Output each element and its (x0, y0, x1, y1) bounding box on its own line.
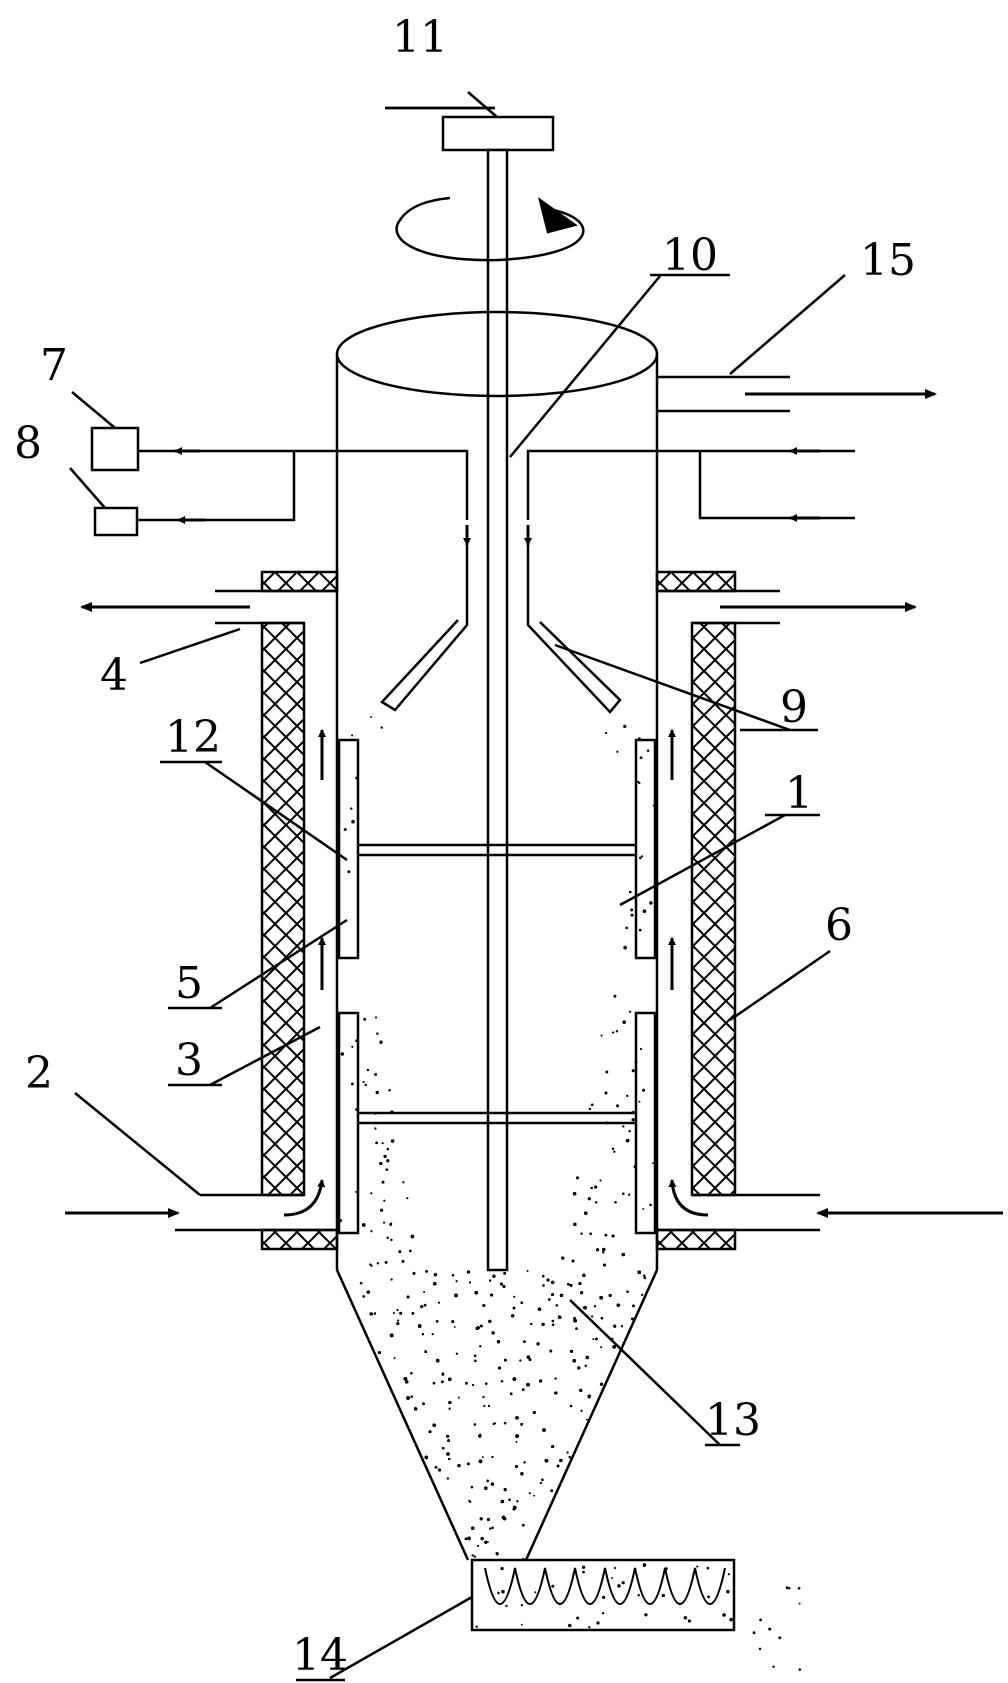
leader-4 (139, 627, 241, 665)
baffle-lower-right (634, 1011, 657, 1235)
particle-stipple-icon (339, 715, 802, 1671)
feed-line-left-branch (137, 451, 296, 522)
leader-12-diag (204, 760, 348, 862)
label-2: 2 (25, 1048, 53, 1099)
insulation-top-left (260, 570, 339, 593)
leader-2 (74, 1092, 201, 1196)
flow-arrow-icon (668, 1179, 709, 1217)
leader-10-diag (509, 275, 661, 458)
label-12: 12 (165, 712, 221, 763)
leader-7 (71, 391, 116, 429)
leader-14-diag (329, 1595, 473, 1680)
stirring-shaft (486, 148, 509, 1272)
label-11: 11 (392, 12, 448, 63)
label-15: 15 (860, 235, 916, 286)
screw-flights (484, 1567, 726, 1605)
leader-8 (69, 467, 106, 509)
rotation-arrow-icon (395, 196, 585, 262)
label-14: 14 (292, 1630, 348, 1681)
device-7 (90, 426, 140, 472)
leader-6 (729, 949, 831, 1022)
motor (441, 115, 555, 152)
device-8 (93, 506, 139, 537)
screw-conveyor-icon (470, 1558, 736, 1632)
leader-15-diag (729, 274, 846, 375)
leader-1-diag (619, 813, 786, 907)
leader-5-diag (209, 918, 348, 1010)
baffle-lower-left (337, 1011, 360, 1235)
baffle-upper-left (337, 738, 360, 960)
leader-9 (554, 643, 791, 732)
rotation-arrow-head-icon (537, 197, 578, 234)
cone-left (335, 1269, 470, 1561)
label-1: 1 (785, 768, 813, 819)
insulation-top-right (655, 570, 737, 593)
label-3: 3 (175, 1035, 203, 1086)
insulation-left (260, 621, 306, 1197)
label-8: 8 (14, 418, 42, 469)
label-10: 10 (662, 230, 718, 281)
spray-nozzle-left (380, 540, 469, 712)
flow-arrow-icon (283, 1179, 326, 1217)
label-13: 13 (705, 1395, 761, 1446)
feed-line-left (138, 449, 469, 520)
cone-right (524, 1269, 659, 1561)
insulation-bottom-left (260, 1228, 339, 1251)
feed-line-right-branch (698, 451, 855, 520)
leader-11-diag (467, 91, 498, 118)
spray-nozzle-right (526, 540, 622, 714)
label-7: 7 (40, 340, 68, 391)
leader-13-diag (569, 1299, 721, 1446)
leader-3-diag (209, 1025, 321, 1087)
baffle-upper-right (634, 738, 657, 960)
insulation-bottom-right (655, 1228, 737, 1251)
label-6: 6 (825, 900, 853, 951)
label-4: 4 (100, 650, 128, 701)
label-5: 5 (175, 958, 203, 1009)
feed-line-right (526, 449, 855, 520)
label-9: 9 (780, 682, 808, 733)
